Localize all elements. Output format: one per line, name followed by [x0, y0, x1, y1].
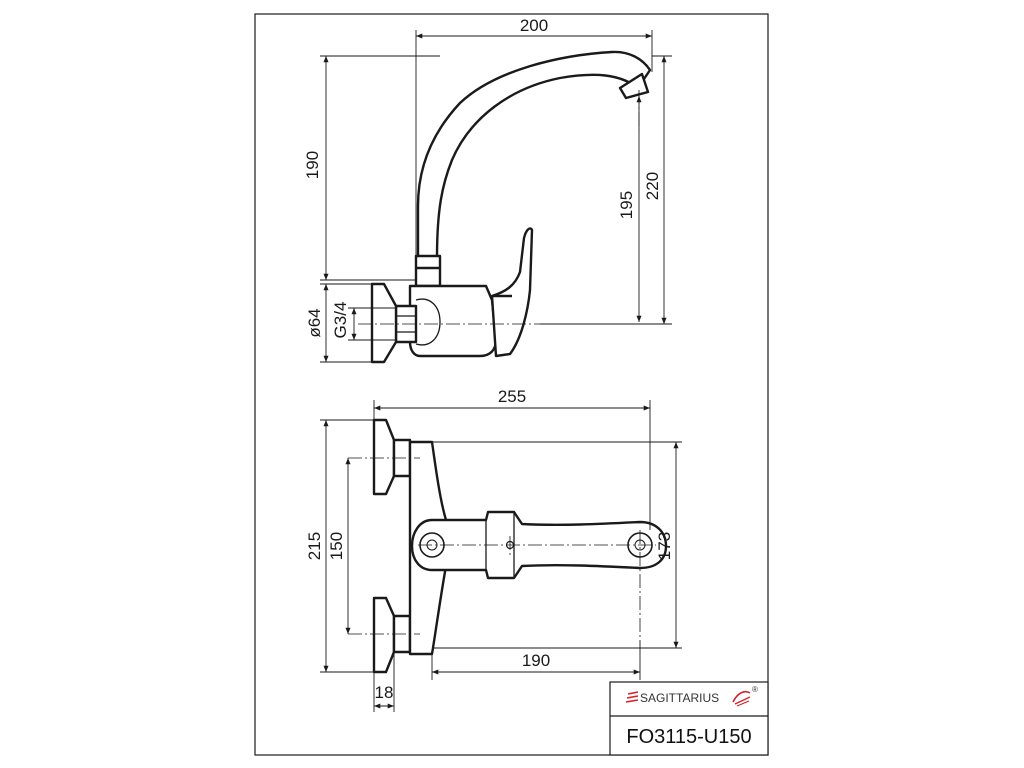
spout-nozzle: [618, 72, 650, 100]
drawing-frame: [254, 13, 769, 756]
dim-height-total-top: 215: [305, 532, 324, 560]
wall-flange: [370, 282, 398, 364]
top-view: [348, 418, 668, 674]
swivel-ring: [414, 254, 442, 288]
dim-width-top: 200: [520, 16, 548, 35]
brand-name: SAGITTARIUS: [640, 691, 719, 705]
side-view-dimensions: 200 190 195 220 ø64 G3/4: [303, 16, 672, 363]
dim-height-total: 220: [643, 172, 662, 200]
model-number: FO3115-U150: [626, 726, 751, 748]
dim-thread: G3/4: [331, 302, 350, 339]
lower-flange: [372, 596, 396, 674]
top-view-dimensions: 255 215 150 173 190 18: [305, 387, 682, 712]
dim-height-right: 173: [655, 532, 674, 560]
dim-width-total: 255: [498, 387, 526, 406]
dim-handle-reach: 190: [522, 651, 550, 670]
lever-handle: [490, 227, 534, 358]
dim-offset: 18: [375, 683, 394, 702]
brand-logo-icon: [625, 690, 751, 707]
side-view: [358, 50, 652, 364]
dim-flange-diameter: ø64: [305, 308, 324, 337]
upper-flange: [372, 418, 396, 496]
spout: [416, 50, 652, 260]
registered-mark: ®: [752, 685, 758, 694]
dim-height-left: 190: [303, 151, 322, 179]
dim-center-distance: 150: [327, 532, 346, 560]
title-block: SAGITTARIUS ® FO3115-U150: [609, 681, 769, 756]
dim-height-spout: 195: [617, 191, 636, 219]
